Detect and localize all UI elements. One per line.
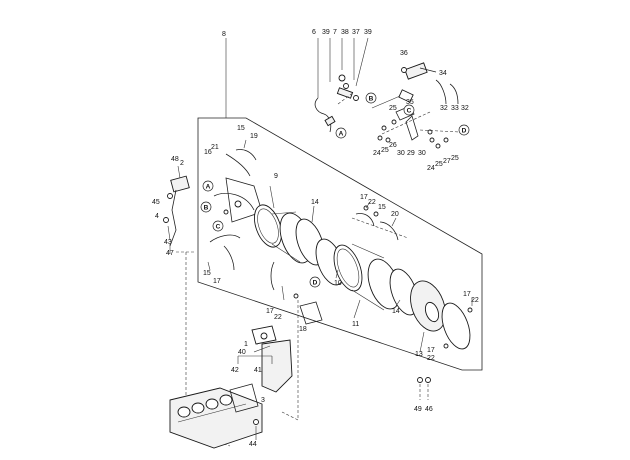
part-label-25d: 25 xyxy=(451,155,459,162)
part-label-32b: 32 xyxy=(461,105,469,112)
callout-A-top: A xyxy=(335,127,347,139)
callout-C-top: C xyxy=(403,104,415,116)
callout-letter: B xyxy=(369,96,374,103)
part-label-25c: 25 xyxy=(435,161,443,168)
part-label-15b: 15 xyxy=(378,204,386,211)
callout-letter: B xyxy=(204,205,209,212)
callout-letter: D xyxy=(313,280,318,287)
part-label-36: 36 xyxy=(400,50,408,57)
callout-B-left: B xyxy=(200,201,212,213)
callout-letter: C xyxy=(216,224,221,231)
part-label-44: 44 xyxy=(249,441,257,448)
part-label-24b: 24 xyxy=(427,165,435,172)
part-label-4: 4 xyxy=(155,213,159,220)
part-label-26: 26 xyxy=(389,142,397,149)
callout-letter: A xyxy=(339,131,344,138)
part-label-25b: 25 xyxy=(381,147,389,154)
exhaust-elbow xyxy=(251,325,293,440)
part-label-30a: 30 xyxy=(397,150,405,157)
part-label-15a: 15 xyxy=(237,125,245,132)
part-label-34: 34 xyxy=(439,70,447,77)
part-label-33: 33 xyxy=(451,105,459,112)
part-label-16: 16 xyxy=(204,149,212,156)
lower-brackets xyxy=(270,261,323,421)
part-label-7: 7 xyxy=(333,29,337,36)
callout-letter: C xyxy=(407,108,412,115)
part-label-38: 38 xyxy=(341,29,349,36)
part-label-25a: 25 xyxy=(389,105,397,112)
callout-letter: A xyxy=(206,184,211,191)
part-label-17c: 17 xyxy=(266,308,274,315)
callout-D-top: D xyxy=(458,124,470,136)
callout-A-left: A xyxy=(202,180,214,192)
part-label-10: 10 xyxy=(334,280,342,287)
part-label-41: 41 xyxy=(254,367,262,374)
part-number-labels: 8 6 39 7 38 37 39 36 34 35 32 33 32 25 2… xyxy=(152,29,479,448)
part-label-22b: 22 xyxy=(274,314,282,321)
part-label-32a: 32 xyxy=(440,105,448,112)
mid-brackets xyxy=(351,205,409,241)
right-bolts xyxy=(417,377,431,400)
sensor-harness-group xyxy=(314,37,369,133)
part-label-48: 48 xyxy=(171,156,179,163)
part-label-45: 45 xyxy=(152,199,160,206)
part-label-40: 40 xyxy=(238,349,246,356)
callout-letter: D xyxy=(462,128,467,135)
part-label-17a: 17 xyxy=(360,194,368,201)
part-label-17e: 17 xyxy=(427,347,435,354)
part-label-37: 37 xyxy=(352,29,360,36)
clamp-ring-10 xyxy=(315,238,363,292)
leader-lines xyxy=(167,139,473,364)
part-label-8: 8 xyxy=(222,31,226,38)
callout-D-lower: D xyxy=(309,276,321,288)
part-label-43: 43 xyxy=(164,239,172,246)
part-label-42: 42 xyxy=(231,367,239,374)
part-label-18: 18 xyxy=(299,326,307,333)
part-label-29: 29 xyxy=(407,150,415,157)
part-label-17d: 17 xyxy=(463,291,471,298)
part-label-15c: 15 xyxy=(203,270,211,277)
engine-block xyxy=(169,383,263,449)
callout-C-left: C xyxy=(212,220,224,232)
part-label-39: 39 xyxy=(322,29,330,36)
outlet-cap-13 xyxy=(410,280,473,350)
part-label-1: 1 xyxy=(244,341,248,348)
part-label-22d: 22 xyxy=(427,355,435,362)
catalyst-element-11 xyxy=(351,243,401,311)
part-label-35: 35 xyxy=(406,99,414,106)
part-label-19: 19 xyxy=(250,133,258,140)
part-label-49: 49 xyxy=(414,406,422,413)
part-label-24a: 24 xyxy=(373,150,381,157)
assembly-frame xyxy=(197,38,483,371)
part-label-6: 6 xyxy=(312,29,316,36)
part-label-39b: 39 xyxy=(364,29,372,36)
housing-body xyxy=(209,149,263,271)
part-label-22c: 22 xyxy=(471,297,479,304)
part-label-22a: 22 xyxy=(368,199,376,206)
part-label-9: 9 xyxy=(274,173,278,180)
part-label-30b: 30 xyxy=(418,150,426,157)
part-label-13: 13 xyxy=(415,351,423,358)
part-label-47: 47 xyxy=(166,250,174,257)
part-label-46: 46 xyxy=(425,406,433,413)
callout-B-top: B xyxy=(365,92,377,104)
part-label-20: 20 xyxy=(391,211,399,218)
part-label-21: 21 xyxy=(211,144,219,151)
part-label-3: 3 xyxy=(261,397,265,404)
part-label-14b: 14 xyxy=(392,308,400,315)
clamp-ring-9 xyxy=(253,204,283,248)
part-label-2: 2 xyxy=(180,160,184,167)
part-label-11: 11 xyxy=(352,321,359,328)
part-label-17b: 17 xyxy=(213,278,221,285)
part-label-14a: 14 xyxy=(311,199,319,206)
part-label-27: 27 xyxy=(443,158,451,165)
